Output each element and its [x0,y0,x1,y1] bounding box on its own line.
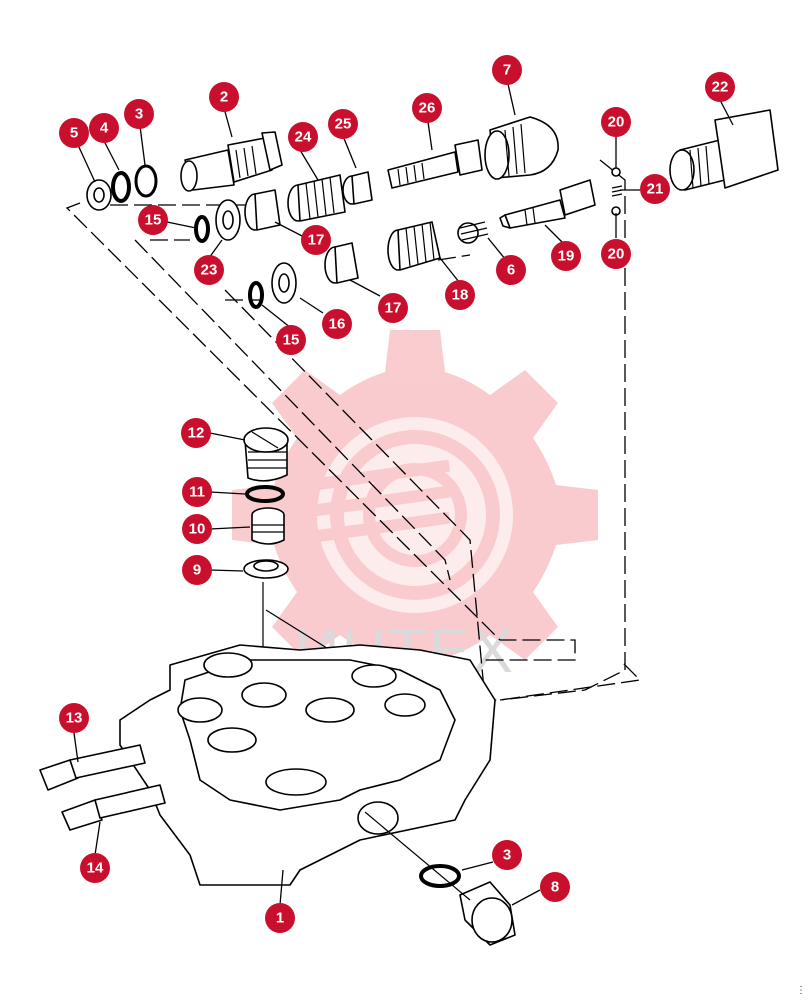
callout-16: 16 [322,309,352,339]
svg-text:10: 10 [189,521,206,538]
callout-10: 10 [182,514,212,544]
part-15-oring-upper [194,215,210,243]
svg-text:22: 22 [712,79,729,96]
svg-text:15: 15 [145,212,162,229]
svg-text:13: 13 [66,710,83,727]
callout-3-bottom: 3 [492,840,522,870]
svg-text:24: 24 [295,129,312,146]
part-26-pin [387,139,483,189]
callout-23: 23 [194,255,224,285]
callout-20-bottom: 20 [601,239,631,269]
callout-18: 18 [445,280,475,310]
corner-mark: ⋮ [796,985,806,996]
svg-text:14: 14 [87,860,104,877]
svg-text:3: 3 [135,106,143,123]
callout-26: 26 [412,93,442,123]
part-6-spring [457,221,489,244]
svg-text:12: 12 [188,425,205,442]
part-12-plug [243,427,289,482]
part-13-spool [39,744,146,791]
svg-text:15: 15 [283,332,300,349]
callout-7: 7 [492,55,522,85]
part-4-oring [111,171,131,203]
svg-text:21: 21 [647,181,664,198]
callout-9: 9 [182,555,212,585]
callout-11: 11 [182,477,212,507]
svg-text:20: 20 [608,246,625,263]
callout-6: 6 [496,255,526,285]
callout-14: 14 [80,853,110,883]
part-22-adapter [669,109,779,191]
svg-text:6: 6 [507,262,515,279]
svg-text:7: 7 [503,62,511,79]
part-25-collar [342,171,373,205]
part-3-oring-top [134,164,158,198]
svg-text:18: 18 [452,287,469,304]
callout-13: 13 [59,703,89,733]
callout-12: 12 [181,418,211,448]
part-17-sleeve-lower [324,242,359,284]
part-16-washer [271,262,297,304]
part-14-spool [61,784,166,831]
part-11-oring [245,485,285,503]
callout-2: 2 [209,82,239,112]
callout-3-top: 3 [124,99,154,129]
callout-22: 22 [705,72,735,102]
svg-text:19: 19 [558,248,575,265]
callout-15-lower: 15 [276,325,306,355]
svg-text:25: 25 [335,116,352,133]
part-2-plug [180,131,283,192]
part-17-sleeve-upper [244,189,281,231]
part-15-oring-lower [248,281,264,309]
callout-25: 25 [328,109,358,139]
callout-24: 24 [288,122,318,152]
callout-20-top: 20 [601,107,631,137]
callout-15-upper: 15 [138,205,168,235]
svg-text:11: 11 [189,484,205,501]
part-19-poppet [499,179,596,229]
part-3-oring-bottom [419,864,461,888]
callout-8: 8 [540,872,570,902]
svg-text:4: 4 [100,120,109,137]
part-20-21-small-parts [611,167,623,216]
part-7-cap [484,116,559,180]
part-8-plug [459,881,516,946]
svg-text:17: 17 [308,232,325,249]
callout-4: 4 [89,113,119,143]
callout-19: 19 [551,241,581,271]
svg-text:16: 16 [329,316,346,333]
watermark-gear-logo: ИНТЕХ [232,330,598,700]
svg-text:17: 17 [385,300,402,317]
svg-text:23: 23 [201,262,218,279]
svg-text:3: 3 [503,847,511,864]
leader-lines [73,83,734,906]
svg-text:20: 20 [608,114,625,131]
callout-17-upper: 17 [301,225,331,255]
callout-17-lower: 17 [378,293,408,323]
part-18-spring-sleeve [387,221,441,271]
svg-text:8: 8 [551,879,559,896]
part-10-seal [251,507,285,545]
part-23-washer [215,199,241,241]
svg-text:9: 9 [193,562,201,579]
part-5-washer [86,179,112,211]
callout-5: 5 [59,118,89,148]
svg-text:26: 26 [419,100,436,117]
part-9-seat [243,559,289,579]
part-1-valve-body [119,644,496,886]
callout-21: 21 [640,174,670,204]
svg-text:2: 2 [220,89,228,106]
part-24-spring-sleeve [287,174,346,222]
svg-text:1: 1 [276,910,284,927]
svg-text:5: 5 [70,125,78,142]
callout-1: 1 [265,903,295,933]
